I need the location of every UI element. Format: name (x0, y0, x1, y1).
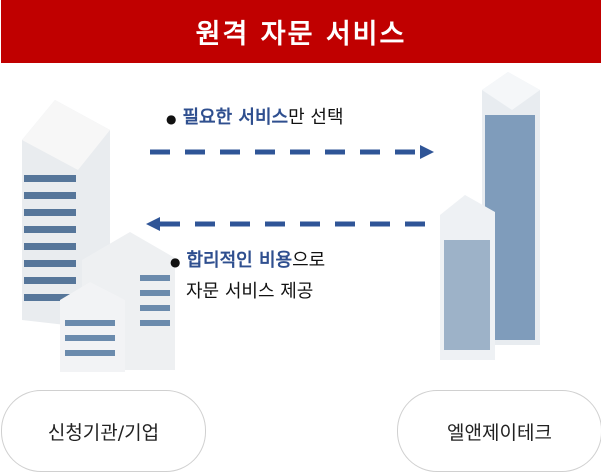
arrow-to-client (146, 217, 430, 231)
client-label: 신청기관/기업 (1, 390, 206, 472)
right-buildings-illustration (440, 72, 540, 360)
page-title: 원격 자문 서비스 (1, 0, 601, 63)
top-arrow-caption: ●필요한 서비스만 선택 (166, 107, 344, 128)
provider-label: 엘앤제이테크 (397, 390, 601, 472)
left-buildings-illustration (22, 100, 175, 372)
arrow-to-provider (150, 145, 434, 159)
